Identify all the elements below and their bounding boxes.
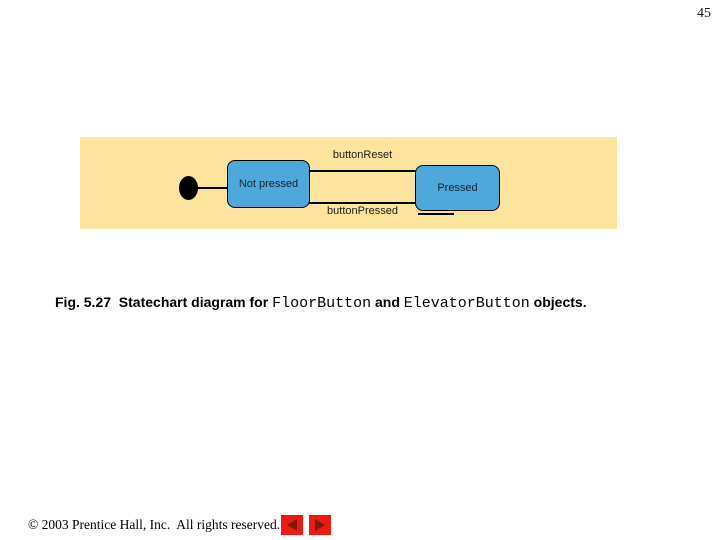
state-not-pressed: Not pressed: [227, 160, 310, 208]
initial-transition-line: [196, 187, 228, 189]
initial-state-icon: [179, 176, 198, 200]
state-pressed-label: Pressed: [437, 182, 478, 194]
caption-suffix: objects.: [529, 294, 587, 310]
left-arrow-icon: [287, 519, 297, 531]
statechart-panel: buttonReset buttonPressed Not pressed Pr…: [80, 137, 617, 229]
copyright-text: © 2003 Prentice Hall, Inc. All rights re…: [28, 517, 281, 532]
state-not-pressed-label: Not pressed: [238, 178, 299, 190]
transition-arrow-notch: [418, 213, 454, 215]
figure-caption: Fig. 5.27 Statechart diagram for FloorBu…: [55, 294, 695, 312]
caption-middle: and: [371, 294, 404, 310]
state-pressed: Pressed: [415, 165, 500, 211]
transition-label-pressed: buttonPressed: [327, 205, 398, 217]
page-number: 45: [697, 6, 711, 21]
caption-code-elevatorbutton: ElevatorButton: [403, 295, 530, 312]
caption-code-floorbutton: FloorButton: [272, 295, 372, 312]
slide-navigation: [281, 515, 331, 535]
transition-line-reset: [309, 170, 416, 172]
caption-prefix: Fig. 5.27 Statechart diagram for: [55, 294, 273, 310]
prev-slide-button[interactable]: [281, 515, 303, 535]
transition-label-reset: buttonReset: [332, 149, 393, 161]
right-arrow-icon: [315, 519, 325, 531]
next-slide-button[interactable]: [309, 515, 331, 535]
transition-line-pressed: [309, 202, 416, 204]
